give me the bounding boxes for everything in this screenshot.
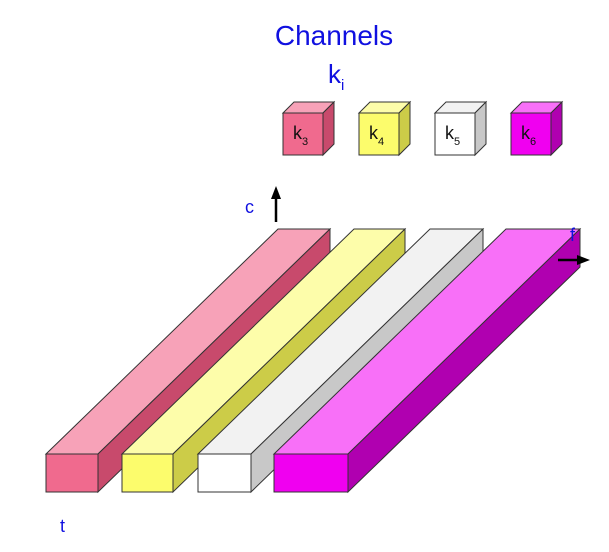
cube-label-sub: 4 <box>378 136 384 148</box>
cube-label-base: k <box>521 123 531 143</box>
cube-front-face <box>358 112 400 156</box>
f-axis <box>558 255 590 265</box>
channel-bar-4 <box>272 227 582 494</box>
f-axis-arrowhead <box>577 255 590 265</box>
channel-bars <box>44 227 582 494</box>
cube-k5: k5 <box>433 100 488 157</box>
cube-label: k5 <box>445 123 460 148</box>
c-axis <box>271 186 281 222</box>
cube-label: k6 <box>521 123 536 148</box>
t-axis-label: t <box>60 516 65 536</box>
diagram-title: Channels <box>275 20 393 51</box>
bar-front-face <box>197 453 252 493</box>
bar-front-face <box>45 453 99 493</box>
cube-label-sub: 6 <box>530 136 536 148</box>
cube-label-base: k <box>369 123 379 143</box>
cube-k6: k6 <box>509 100 564 157</box>
ki-label: ki <box>328 59 344 94</box>
cube-k3: k3 <box>281 100 336 157</box>
cube-label-sub: 5 <box>454 136 460 148</box>
c-axis-label: c <box>245 197 254 217</box>
cube-label-sub: 3 <box>302 136 308 148</box>
cube-front-face <box>282 112 324 156</box>
bar-front-face <box>121 453 174 493</box>
cube-label: k3 <box>293 123 308 148</box>
cube-front-face <box>434 112 476 156</box>
c-axis-arrowhead <box>271 186 281 199</box>
cube-label: k4 <box>369 123 384 148</box>
cube-k4: k4 <box>357 100 412 157</box>
cube-front-face <box>510 112 552 156</box>
f-axis-label: f <box>570 225 576 245</box>
cube-label-base: k <box>445 123 455 143</box>
ki-label-sub: i <box>341 77 344 94</box>
bar-front-face <box>273 453 349 493</box>
ki-label-base: k <box>328 59 342 89</box>
cube-label-base: k <box>293 123 303 143</box>
